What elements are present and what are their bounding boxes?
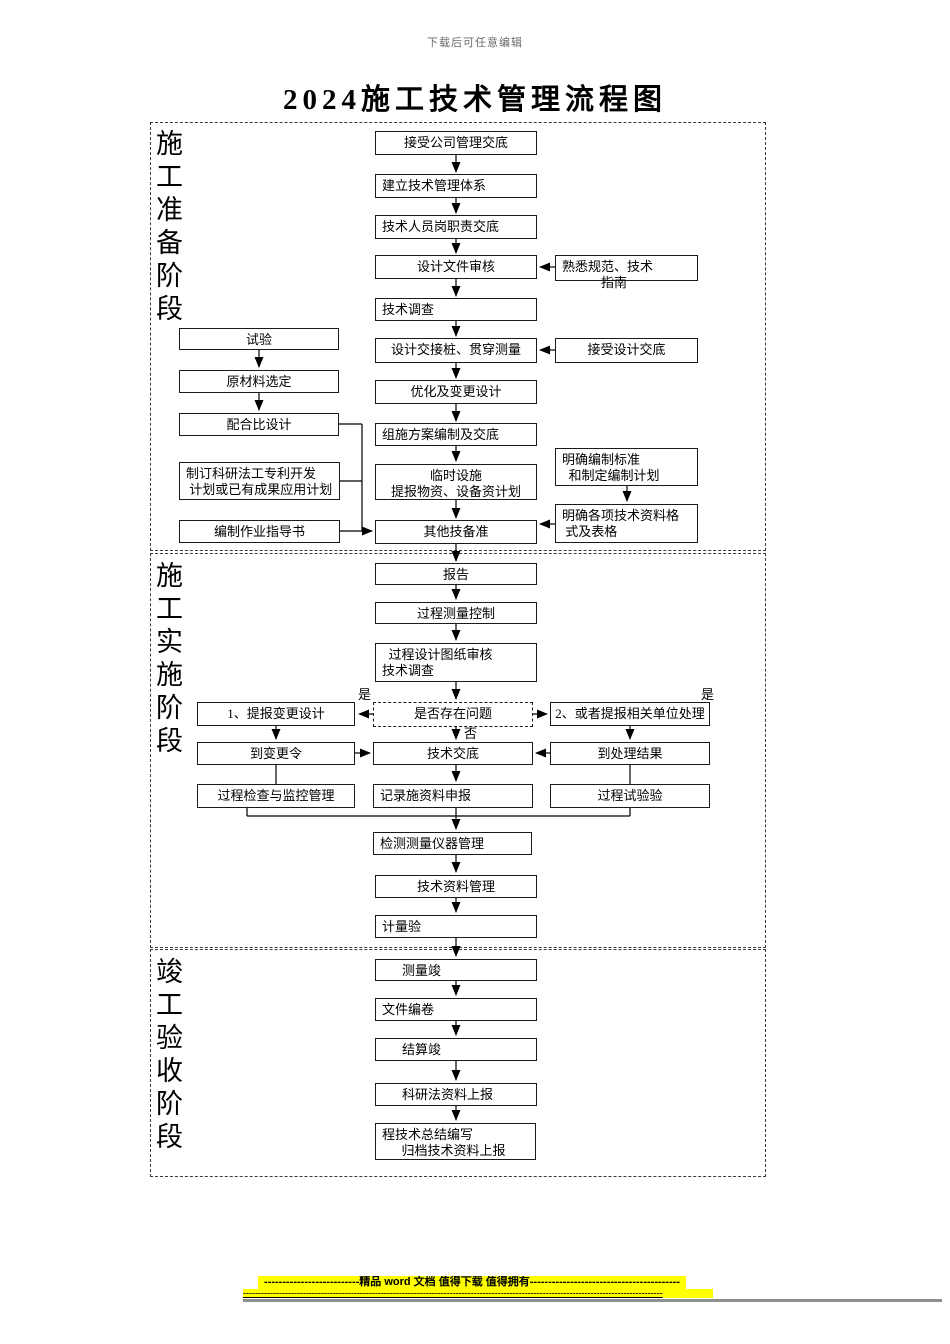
flow-box-mix-ratio-design: 配合比设计: [179, 413, 339, 436]
flow-box-research-patent-plan: 制订科研法工专利开发 计划或已有成果应用计划: [179, 462, 340, 500]
flow-box-submit-design-change: 1、提报变更设计: [197, 702, 355, 726]
flow-box-record-data-report: 记录施资料申报: [373, 784, 533, 808]
flow-box-temp-facilities-plan: 临时设施 提报物资、设备资计划: [375, 464, 537, 500]
flow-box-instrument-management: 检测测量仪器管理: [373, 832, 532, 855]
watermark-top: 下载后可任意编辑: [427, 37, 523, 49]
flow-box-handling-result: 到处理结果: [550, 742, 710, 765]
flow-box-design-file-review: 设计文件审核: [375, 255, 537, 279]
flow-box-establish-tech-system: 建立技术管理体系: [375, 174, 537, 198]
flow-box-raw-material-selection: 原材料选定: [179, 370, 339, 393]
flow-box-process-test-inspection: 过程试验验: [550, 784, 710, 808]
page-title: 2024施工技术管理流程图: [282, 84, 667, 116]
section-preparation-phase: [150, 122, 766, 551]
flow-box-final-settlement: 结算竣: [375, 1038, 537, 1061]
flow-box-other-tech-preparation: 其他技备准: [375, 520, 537, 544]
flow-box-tech-summary-archive: 程技术总结编写 归档技术资料上报: [375, 1123, 536, 1160]
flow-box-scheme-compile-briefing: 组施方案编制及交底: [375, 423, 537, 446]
flow-box-process-survey-control: 过程测量控制: [375, 602, 537, 624]
flow-box-stake-handover-survey: 设计交接桩、贯穿测量: [375, 338, 537, 363]
footer-promo-line: --------------------------精品 word 文档 值得下…: [258, 1276, 686, 1289]
flow-box-inspection-monitoring: 过程检查与监控管理: [197, 784, 355, 808]
flow-box-document-binding: 文件编卷: [375, 998, 537, 1021]
flow-box-accept-design-briefing: 接受设计交底: [555, 338, 698, 363]
flow-box-technical-briefing: 技术交底: [373, 742, 533, 765]
flow-box-drawing-review-survey: 过程设计图纸审核 技术调查: [375, 643, 537, 682]
section-label-implementation: 施工实施阶段: [156, 561, 183, 756]
branch-label-yes-right: 是: [700, 687, 716, 702]
section-label-preparation: 施工准备阶段: [156, 129, 183, 324]
branch-label-yes-left: 是: [357, 687, 373, 702]
flow-box-optimize-change-design: 优化及变更设计: [375, 380, 537, 404]
flow-box-testing: 试验: [179, 328, 339, 350]
flow-box-specs-guides: 熟悉规范、技术 指南: [555, 255, 698, 290]
flow-box-tech-data-management: 技术资料管理: [375, 875, 537, 898]
flow-box-tech-survey: 技术调查: [375, 298, 537, 321]
flow-box-refer-to-related-unit: 2、或者提报相关单位处理: [550, 702, 710, 726]
branch-label-no: 否: [463, 726, 479, 741]
flow-box-staff-duty-briefing: 技术人员岗职责交底: [375, 215, 537, 239]
flow-box-define-compile-standard: 明确编制标准 和制定编制计划: [555, 448, 698, 486]
section-label-acceptance: 竣工验收阶段: [156, 957, 183, 1152]
flow-decision-problem-exists: 是否存在问题: [373, 702, 533, 727]
flow-box-report: 报告: [375, 563, 537, 585]
flow-box-measurement-check: 计量验: [375, 915, 537, 938]
footer-dash-line: ----------------------------------------…: [243, 1289, 713, 1298]
footer-rule: [243, 1299, 942, 1302]
flow-box-define-data-formats: 明确各项技术资料格 式及表格: [555, 504, 698, 543]
flow-box-work-instruction: 编制作业指导书: [179, 520, 340, 543]
flow-box-change-order: 到变更令: [197, 742, 355, 765]
flow-box-accept-company-briefing: 接受公司管理交底: [375, 131, 537, 155]
flow-box-completion-survey: 测量竣: [375, 959, 537, 981]
flow-box-research-data-report: 科研法资料上报: [375, 1083, 537, 1106]
